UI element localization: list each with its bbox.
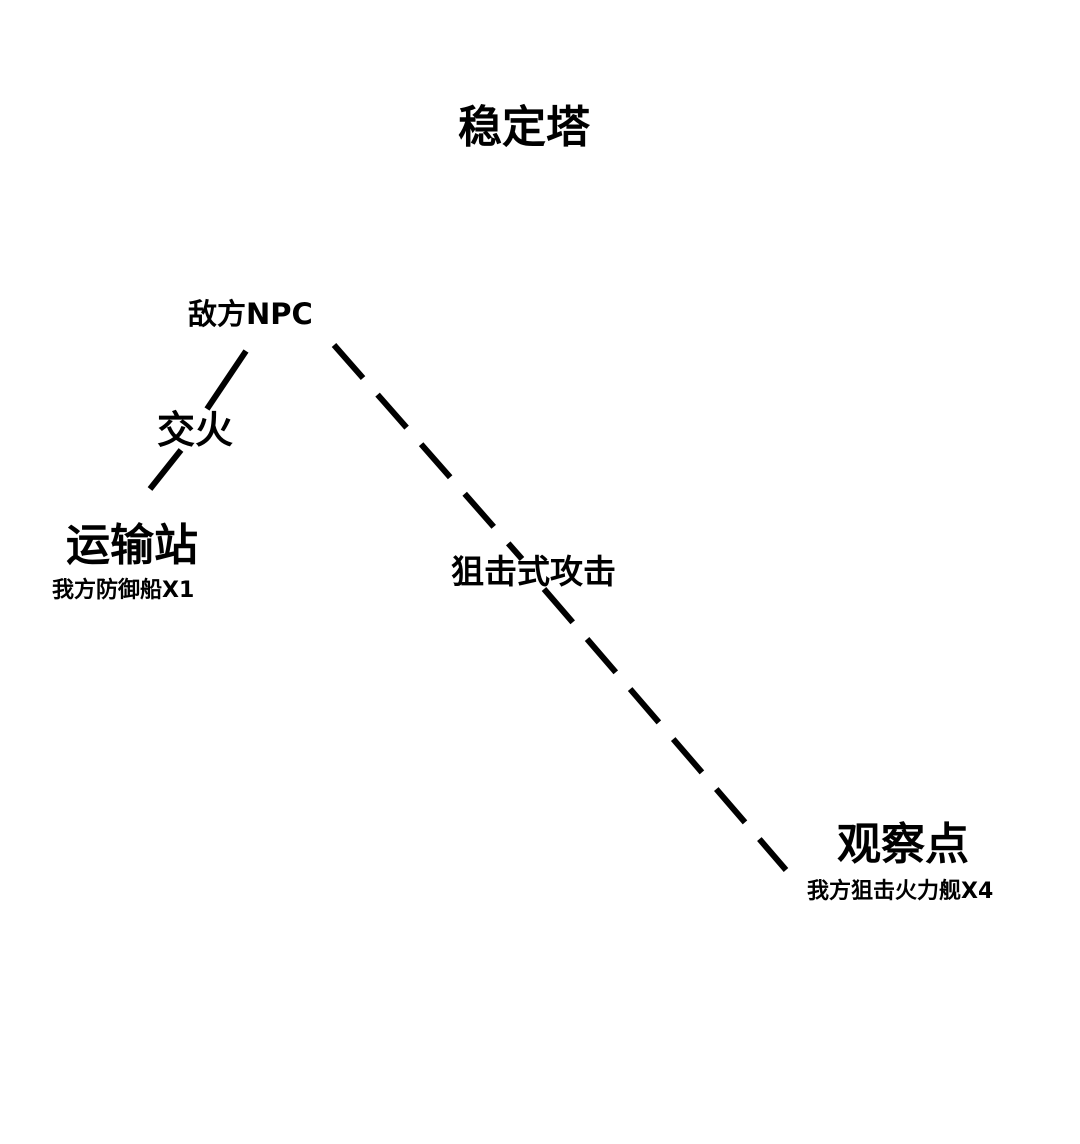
exchange-fire-line-lower [147,448,184,491]
diagram-title: 稳定塔 [458,102,590,153]
edge-label-exchange-fire: 交火 [157,408,234,452]
edge-label-sniper-attack: 狙击式攻击 [451,552,616,591]
node-transport-station: 运输站 [66,520,198,571]
exchange-fire-line-upper [204,349,249,411]
node-observation-point: 观察点 [837,819,969,870]
node-observation-detail: 我方狙击火力舰X4 [807,879,994,904]
node-transport-detail: 我方防御船X1 [52,578,195,603]
sniper-attack-line-lower [541,587,789,872]
sniper-attack-line-upper [331,343,525,561]
node-enemy-npc: 敌方NPC [188,297,313,331]
